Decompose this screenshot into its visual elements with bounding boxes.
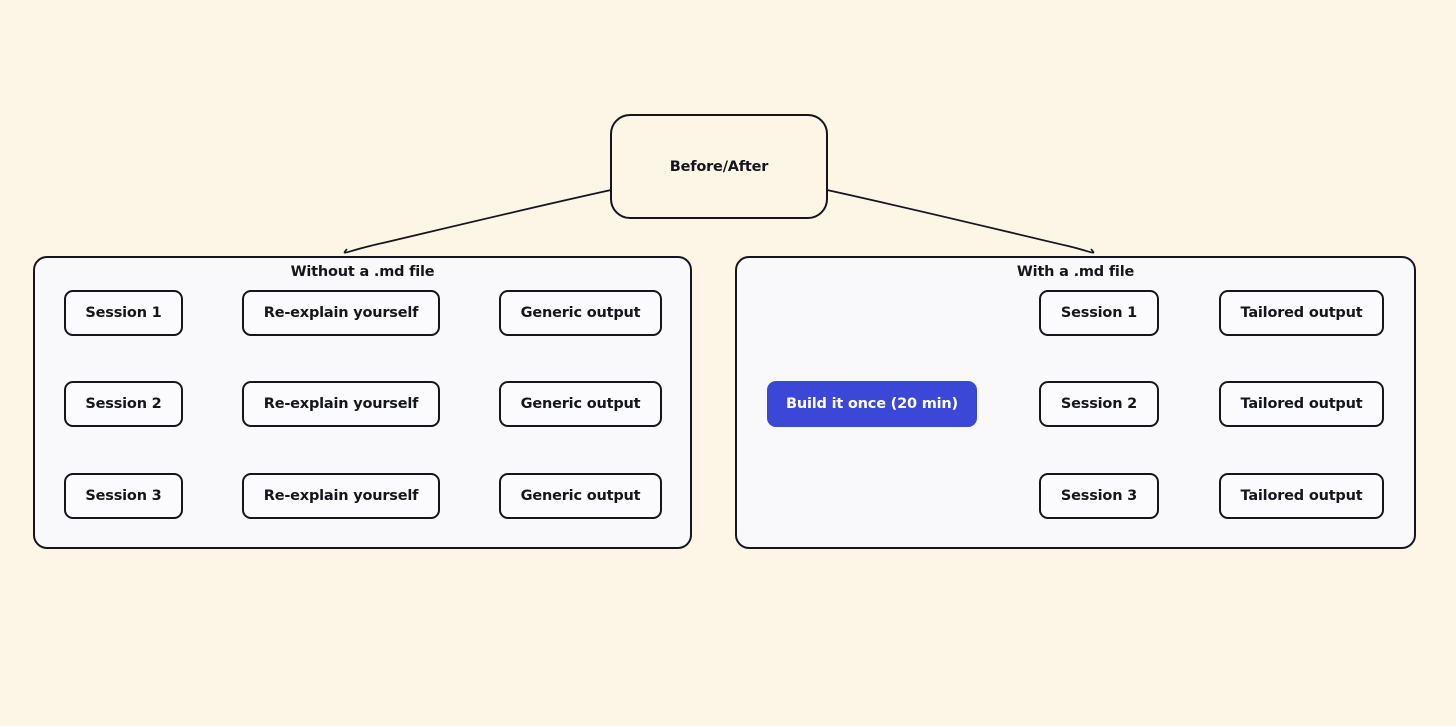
- panel-with-md-label: With a .md file: [1016, 264, 1135, 280]
- node-without-reexplain-3[interactable]: Re-explain yourself: [242, 473, 440, 519]
- node-without-output-3[interactable]: Generic output: [499, 473, 662, 519]
- node-label: Session 3: [85, 488, 162, 504]
- node-label: Session 2: [85, 396, 162, 412]
- node-with-tailored-2[interactable]: Tailored output: [1219, 381, 1384, 427]
- node-without-output-2[interactable]: Generic output: [499, 381, 662, 427]
- node-with-tailored-1[interactable]: Tailored output: [1219, 290, 1384, 336]
- node-with-session-3[interactable]: Session 3: [1039, 473, 1159, 519]
- node-root-before-after[interactable]: Before/After: [610, 114, 828, 219]
- node-with-session-1[interactable]: Session 1: [1039, 290, 1159, 336]
- node-with-tailored-3[interactable]: Tailored output: [1219, 473, 1384, 519]
- node-label: Tailored output: [1240, 396, 1363, 412]
- node-label: Session 1: [85, 305, 162, 321]
- node-build-it-once[interactable]: Build it once (20 min): [767, 381, 977, 427]
- node-label: Generic output: [520, 305, 641, 321]
- node-label: Re-explain yourself: [263, 305, 419, 321]
- node-without-session-3[interactable]: Session 3: [64, 473, 183, 519]
- node-label: Generic output: [520, 396, 641, 412]
- node-label: Build it once (20 min): [786, 396, 958, 412]
- node-label: Session 1: [1060, 305, 1138, 321]
- node-with-session-2[interactable]: Session 2: [1039, 381, 1159, 427]
- node-label: Session 2: [1060, 396, 1138, 412]
- edge-root-to-with: [826, 189, 1095, 254]
- node-label: Re-explain yourself: [263, 396, 419, 412]
- node-without-session-2[interactable]: Session 2: [64, 381, 183, 427]
- node-without-session-1[interactable]: Session 1: [64, 290, 183, 336]
- node-root-label: Before/After: [669, 158, 769, 175]
- node-label: Re-explain yourself: [263, 488, 419, 504]
- edge-root-to-without: [343, 189, 612, 254]
- node-without-reexplain-2[interactable]: Re-explain yourself: [242, 381, 440, 427]
- node-label: Session 3: [1060, 488, 1138, 504]
- node-without-reexplain-1[interactable]: Re-explain yourself: [242, 290, 440, 336]
- panel-without-md-label: Without a .md file: [290, 264, 435, 280]
- node-label: Tailored output: [1240, 305, 1363, 321]
- node-label: Generic output: [520, 488, 641, 504]
- node-label: Tailored output: [1240, 488, 1363, 504]
- node-without-output-1[interactable]: Generic output: [499, 290, 662, 336]
